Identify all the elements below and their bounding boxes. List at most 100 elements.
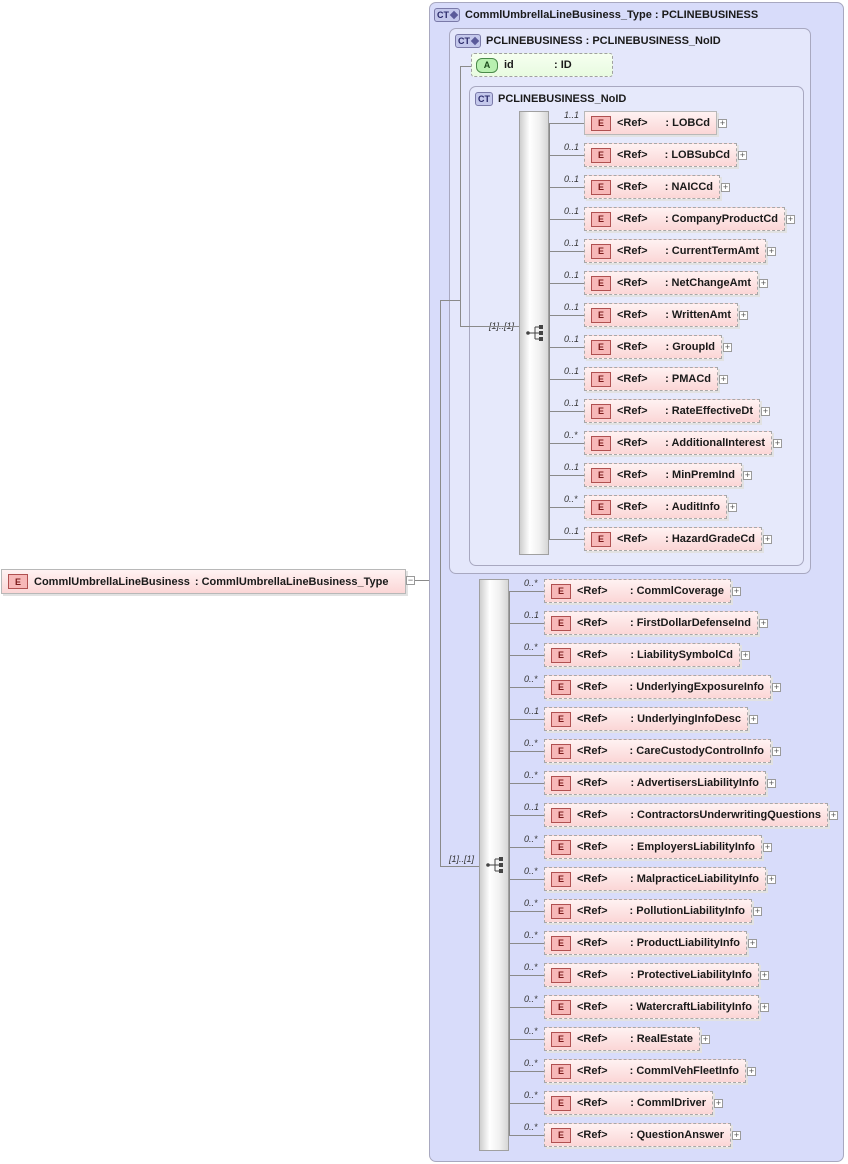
element-ref[interactable]: E<Ref>: RateEffectiveDt — [584, 399, 760, 423]
element-ref[interactable]: E<Ref>: CareCustodyControlInfo — [544, 739, 771, 763]
expand-icon[interactable]: + — [721, 182, 730, 192]
expand-icon[interactable]: + — [749, 714, 758, 724]
element-ref[interactable]: E<Ref>: AdditionalInterest — [584, 431, 772, 455]
element-badge: E — [591, 275, 611, 291]
element-name: : FirstDollarDefenseInd — [629, 617, 751, 629]
element-ref[interactable]: E<Ref>: AdvertisersLiabilityInfo — [544, 771, 766, 795]
element-ref[interactable]: E<Ref>: AuditInfo — [584, 495, 727, 519]
connector — [549, 155, 584, 156]
root-element-name: CommlUmbrellaLineBusiness — [34, 575, 190, 588]
expand-icon[interactable]: + — [714, 1098, 723, 1108]
expand-icon[interactable]: + — [763, 842, 772, 852]
expand-icon[interactable]: + — [753, 906, 762, 916]
expand-icon[interactable]: + — [767, 246, 776, 256]
expand-icon[interactable]: + — [759, 278, 768, 288]
expand-icon[interactable]: + — [767, 874, 776, 884]
element-ref[interactable]: E<Ref>: HazardGradeCd — [584, 527, 762, 551]
element-cardinality: 0..1 — [564, 238, 580, 248]
element-ref[interactable]: E<Ref>: NAICCd — [584, 175, 720, 199]
element-name: : ProtectiveLiabilityInfo — [630, 969, 752, 981]
element-ref[interactable]: E<Ref>: UnderlyingExposureInfo — [544, 675, 771, 699]
expand-icon[interactable]: + — [761, 406, 770, 416]
expand-icon[interactable]: + — [741, 650, 750, 660]
element-cardinality: 0..* — [524, 834, 538, 844]
element-ref[interactable]: E<Ref>: LOBCd — [584, 111, 717, 135]
expand-icon[interactable]: + — [718, 118, 727, 128]
expand-icon[interactable]: + — [767, 778, 776, 788]
connector — [509, 879, 544, 880]
expand-icon[interactable]: + — [773, 438, 782, 448]
ref-label: <Ref> — [617, 181, 648, 193]
element-ref[interactable]: E<Ref>: PollutionLiabilityInfo — [544, 899, 752, 923]
expand-icon[interactable]: + — [738, 150, 747, 160]
expand-icon[interactable]: + — [759, 618, 768, 628]
connector — [509, 943, 544, 944]
element-ref[interactable]: E<Ref>: ProtectiveLiabilityInfo — [544, 963, 759, 987]
element-ref[interactable]: E<Ref>: NetChangeAmt — [584, 271, 758, 295]
connector — [549, 347, 584, 348]
connector — [549, 507, 584, 508]
expand-icon[interactable]: + — [732, 586, 741, 596]
element-ref[interactable]: E<Ref>: FirstDollarDefenseInd — [544, 611, 758, 635]
sequence-icon — [486, 857, 503, 873]
element-cardinality: 0..* — [524, 1122, 538, 1132]
expand-icon[interactable]: + — [772, 682, 781, 692]
ref-label: <Ref> — [577, 809, 608, 821]
expand-icon[interactable]: + — [829, 810, 838, 820]
expand-icon[interactable]: + — [701, 1034, 710, 1044]
expand-icon[interactable]: + — [719, 374, 728, 384]
element-name: : GroupId — [665, 341, 716, 353]
connector — [509, 783, 544, 784]
expand-icon[interactable]: + — [747, 1066, 756, 1076]
element-ref[interactable]: E<Ref>: CommlDriver — [544, 1091, 713, 1115]
element-badge: E — [551, 871, 571, 887]
element-ref[interactable]: E<Ref>: ContractorsUnderwritingQuestions — [544, 803, 828, 827]
expand-icon[interactable]: + — [786, 214, 795, 224]
ref-label: <Ref> — [617, 309, 648, 321]
element-badge: E — [551, 1063, 571, 1079]
element-ref[interactable]: E<Ref>: ProductLiabilityInfo — [544, 931, 747, 955]
element-ref[interactable]: E<Ref>: QuestionAnswer — [544, 1123, 731, 1147]
element-cardinality: 0..* — [524, 578, 538, 588]
element-ref[interactable]: E<Ref>: LOBSubCd — [584, 143, 737, 167]
element-ref[interactable]: E<Ref>: MinPremInd — [584, 463, 742, 487]
expand-icon[interactable]: + — [760, 970, 769, 980]
element-ref[interactable]: E<Ref>: WatercraftLiabilityInfo — [544, 995, 759, 1019]
expand-icon[interactable]: + — [760, 1002, 769, 1012]
expand-icon[interactable]: + — [748, 938, 757, 948]
expand-icon[interactable]: + — [772, 746, 781, 756]
ref-label: <Ref> — [617, 405, 648, 417]
element-badge: E — [591, 211, 611, 227]
element-cardinality: 0..1 — [564, 302, 580, 312]
root-element[interactable]: E CommlUmbrellaLineBusiness : CommlUmbre… — [1, 569, 406, 594]
expand-icon[interactable]: + — [728, 502, 737, 512]
ref-label: <Ref> — [617, 341, 648, 353]
expand-icon[interactable]: + — [743, 470, 752, 480]
element-ref[interactable]: E<Ref>: UnderlyingInfoDesc — [544, 707, 748, 731]
outer-complex-type-label: CT CommlUmbrellaLineBusiness_Type : PCLI… — [434, 8, 758, 22]
element-cardinality: 0..* — [524, 738, 538, 748]
connector — [509, 687, 544, 688]
element-ref[interactable]: E<Ref>: CommlVehFleetInfo — [544, 1059, 746, 1083]
connector — [549, 123, 584, 124]
element-ref[interactable]: E<Ref>: EmployersLiabilityInfo — [544, 835, 762, 859]
element-ref[interactable]: E<Ref>: LiabilitySymbolCd — [544, 643, 740, 667]
expand-icon[interactable]: + — [763, 534, 772, 544]
element-ref[interactable]: E<Ref>: RealEstate — [544, 1027, 700, 1051]
element-ref[interactable]: E<Ref>: MalpracticeLiabilityInfo — [544, 867, 766, 891]
element-badge: E — [591, 403, 611, 419]
expand-icon[interactable]: + — [723, 342, 732, 352]
element-ref[interactable]: E<Ref>: GroupId — [584, 335, 722, 359]
element-ref[interactable]: E<Ref>: CurrentTermAmt — [584, 239, 766, 263]
expand-icon[interactable]: + — [739, 310, 748, 320]
expand-icon[interactable]: + — [732, 1130, 741, 1140]
element-ref[interactable]: E<Ref>: WrittenAmt — [584, 303, 738, 327]
attribute-id[interactable]: A id : ID — [471, 53, 613, 77]
collapse-icon[interactable]: − — [406, 575, 415, 585]
element-name: : UnderlyingInfoDesc — [630, 713, 741, 725]
connector — [549, 411, 584, 412]
connector — [440, 866, 479, 867]
element-ref[interactable]: E<Ref>: CommlCoverage — [544, 579, 731, 603]
element-ref[interactable]: E<Ref>: PMACd — [584, 367, 718, 391]
element-ref[interactable]: E<Ref>: CompanyProductCd — [584, 207, 785, 231]
